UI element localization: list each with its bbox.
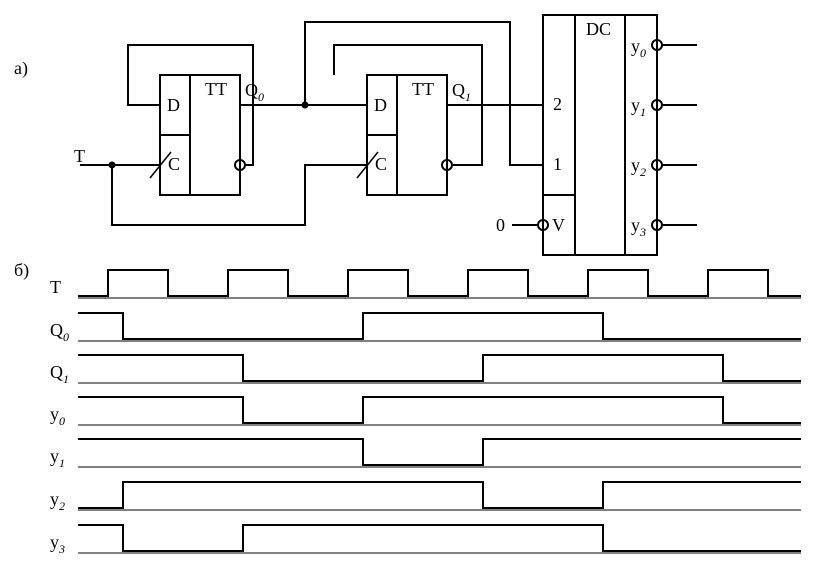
wire-q0-inverted-to-d0	[127, 44, 254, 166]
trigger-0-c-label: C	[168, 154, 180, 174]
trigger-1-d-label: D	[374, 95, 387, 115]
wire-q1-inverted-feedback	[333, 44, 483, 166]
decoder: DC 2 1 V y0 y1 y2 y3	[537, 14, 697, 256]
trigger-0-d-label: D	[167, 95, 180, 115]
decoder-enable-label: V	[552, 215, 565, 235]
part-a-label: а)	[14, 58, 28, 79]
signal-label-y0: y0	[50, 404, 65, 428]
wire-clock-to-c1	[111, 164, 367, 226]
decoder-title: DC	[586, 19, 611, 39]
signal-label-q1: Q1	[50, 362, 69, 386]
trigger-1-title: TT	[412, 79, 434, 99]
q1-output-label: Q1	[452, 80, 471, 104]
trigger-0: D C TT	[149, 74, 246, 196]
trigger-0-edge-slash	[149, 151, 172, 179]
decoder-body	[542, 14, 658, 256]
part-b-label: б)	[14, 260, 29, 281]
signal-label-q0: Q0	[50, 320, 69, 344]
circuit-wires	[80, 21, 543, 226]
decoder-output-y1-label: y1	[631, 95, 646, 119]
trigger-0-title: TT	[205, 79, 227, 99]
waveform-t	[78, 269, 801, 297]
decoder-output-y0-label: y0	[631, 36, 646, 60]
wire-q0-to-decoder-input-1	[304, 21, 543, 166]
decoder-output-y2-label: y2	[631, 155, 646, 179]
trigger-1-edge-slash	[356, 151, 379, 179]
waveform-y2	[78, 481, 801, 509]
decoder-output-y3-label: y3	[631, 215, 646, 239]
waveform-y0	[78, 396, 801, 424]
waveform-q0	[78, 312, 801, 340]
enable-input-value: 0	[496, 215, 505, 235]
clock-input-label: T	[74, 146, 85, 166]
waveform-y1	[78, 438, 801, 466]
q0-output-label: Q0	[245, 80, 264, 104]
waveform-q1	[78, 354, 801, 382]
trigger-1-c-label: C	[375, 154, 387, 174]
waveform-y3	[78, 524, 801, 552]
junction-clock	[108, 161, 116, 169]
decoder-input-2-label: 2	[553, 94, 562, 114]
decoder-input-1-label: 1	[553, 154, 562, 174]
trigger-1: D C TT	[356, 74, 453, 196]
signal-label-y1: y1	[50, 446, 65, 470]
signal-label-t: T	[50, 277, 61, 297]
junction-q0	[301, 101, 309, 109]
signal-label-y3: y3	[50, 532, 65, 556]
signal-label-y2: y2	[50, 489, 65, 513]
